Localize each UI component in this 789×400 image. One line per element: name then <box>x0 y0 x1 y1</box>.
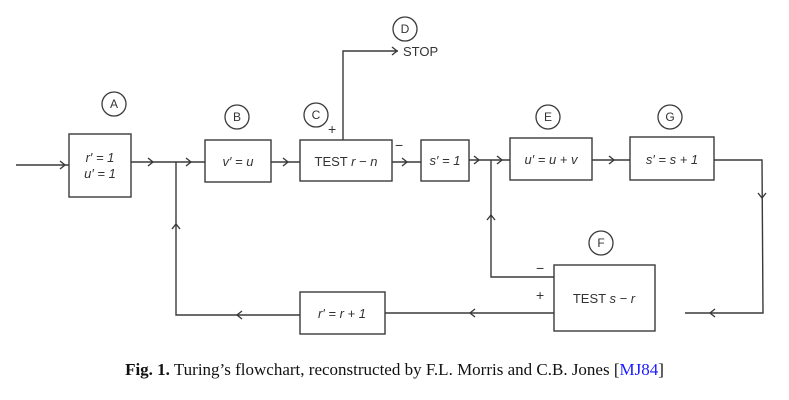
node-f-text: TEST s − r <box>573 291 636 306</box>
edge-g-to-f <box>685 159 764 314</box>
arrow-head <box>185 157 193 167</box>
node-e-box <box>509 137 593 181</box>
node-g-box <box>629 136 715 181</box>
node-d-marker <box>392 16 418 42</box>
citation-link[interactable]: MJ84 <box>619 360 659 379</box>
caption-label: Fig. 1. <box>125 360 170 379</box>
node-e-text: u′ = u + v <box>524 152 579 167</box>
arrow-head <box>401 157 409 167</box>
node-g: G s′ = s + 1 <box>629 104 715 181</box>
node-c-minus-sign: − <box>395 137 403 153</box>
arrow-head <box>147 157 155 167</box>
arrow-head <box>235 310 243 320</box>
node-a: A r′ = 1 u′ = 1 <box>68 91 132 198</box>
arrow-head <box>496 155 504 165</box>
caption-text: Turing’s flowchart, reconstructed by F.L… <box>169 360 620 379</box>
node-c: C TEST r − n + − <box>299 102 403 182</box>
node-r-inc-text: r′ = r + 1 <box>318 306 366 321</box>
node-b-marker <box>224 104 250 130</box>
flowchart: A r′ = 1 u′ = 1 B v′ = u C TEST r − n + … <box>16 16 767 335</box>
node-d-stop-label: STOP <box>403 44 438 59</box>
node-f-plus-sign: + <box>536 287 544 303</box>
node-f-prefix: TEST <box>573 291 610 306</box>
node-b-box <box>204 139 272 183</box>
node-a-line-1: r′ = 1 <box>86 150 115 165</box>
arrow-head <box>757 192 767 200</box>
arrow-head <box>391 46 399 56</box>
arrow-head <box>468 308 476 318</box>
arrow-head <box>59 160 67 170</box>
edges <box>16 46 767 320</box>
node-a-line-2: u′ = 1 <box>84 166 116 181</box>
node-c-prefix: TEST <box>315 154 352 169</box>
node-d: D STOP <box>392 16 438 59</box>
node-a-marker <box>101 91 127 117</box>
node-e-marker <box>535 104 561 130</box>
node-c-letter: C <box>312 108 321 122</box>
node-f-letter: F <box>597 236 604 250</box>
node-s-init-text: s′ = 1 <box>430 153 461 168</box>
caption-close: ] <box>658 360 664 379</box>
node-b-letter: B <box>233 110 241 124</box>
node-b: B v′ = u <box>204 104 272 183</box>
node-c-expr: r − n <box>351 154 377 169</box>
figure-caption: Fig. 1. Turing’s flowchart, reconstructe… <box>0 360 789 380</box>
node-s-init: s′ = 1 <box>420 139 470 182</box>
arrow-head <box>608 155 616 165</box>
node-c-text: TEST r − n <box>315 154 378 169</box>
node-b-text: v′ = u <box>223 154 254 169</box>
node-f-minus-sign: − <box>536 260 544 276</box>
node-d-letter: D <box>401 22 410 36</box>
edge-c-to-stop <box>342 50 398 142</box>
node-g-letter: G <box>665 110 674 124</box>
node-c-marker <box>303 102 329 128</box>
node-f-marker <box>588 230 614 256</box>
node-c-plus-sign: + <box>328 121 336 137</box>
node-c-box <box>299 139 393 182</box>
node-r-inc: r′ = r + 1 <box>299 291 386 335</box>
arrow-head <box>282 157 290 167</box>
node-f: F TEST s − r − + <box>536 230 656 332</box>
node-f-box <box>553 264 656 332</box>
node-g-text: s′ = s + 1 <box>646 152 698 167</box>
node-r-inc-box <box>299 291 386 335</box>
node-a-box <box>68 133 132 198</box>
node-a-letter: A <box>110 97 118 111</box>
arrow-head <box>708 308 716 318</box>
edge-f-minus-to-e <box>490 160 554 278</box>
arrow-head <box>171 222 181 230</box>
node-f-expr: s − r <box>609 291 635 306</box>
arrow-head <box>486 213 496 221</box>
arrow-head <box>473 155 481 165</box>
node-g-marker <box>657 104 683 130</box>
node-s-init-box <box>420 139 470 182</box>
node-e: E u′ = u + v <box>509 104 593 181</box>
node-e-letter: E <box>544 110 552 124</box>
edge-rinc-to-b <box>175 162 300 316</box>
